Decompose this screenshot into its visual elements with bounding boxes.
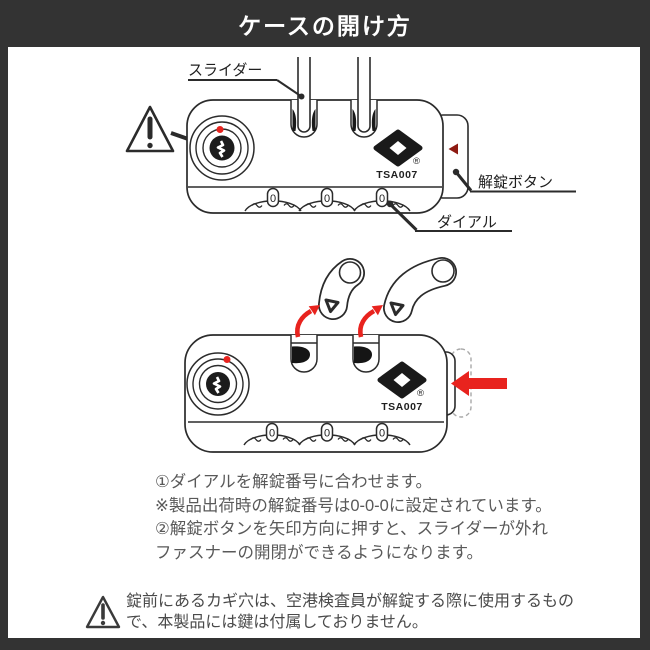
latch-hook: [352, 109, 357, 131]
instruction-line: ファスナーの開閉ができるようになります。: [155, 543, 484, 562]
latch-hook: [292, 109, 297, 131]
diagram-lock-labeled: ® TSA007 0 0 0: [125, 57, 576, 232]
latch-hook: [311, 109, 316, 131]
registered-mark: ®: [417, 388, 424, 399]
warning-triangle-icon: [85, 595, 121, 629]
svg-text:0: 0: [324, 193, 330, 205]
instruction-line: ※製品出荷時の解錠番号は0-0-0に設定されています。: [155, 496, 552, 515]
push-arrow-icon: [451, 371, 507, 396]
slider-callout: スライダー: [188, 62, 305, 100]
unlock-button-label: 解錠ボタン: [478, 174, 553, 191]
dial-window: [375, 187, 389, 208]
instruction-line: ①ダイアルを解錠番号に合わせます。: [155, 473, 432, 491]
dial-wheels: 0 0 0: [244, 187, 411, 212]
zipper-pull: [318, 258, 365, 320]
release-arrow-icon: [358, 305, 383, 338]
unlock-button-callout: 解錠ボタン: [452, 168, 576, 193]
svg-text:0: 0: [270, 193, 276, 205]
instruction-line: ②解錠ボタンを矢印方向に押すと、スライダーが外れ: [155, 520, 548, 538]
dial-window: [375, 422, 389, 442]
slider-strap: [297, 57, 311, 133]
tsa-logo: [373, 129, 423, 167]
title-bar: ケースの開け方: [0, 0, 650, 47]
dial-window: [266, 187, 280, 208]
warning-line: で、本製品には鍵は付属しておりません。: [126, 613, 428, 631]
slider-label: スライダー: [188, 62, 262, 79]
unlock-indicator-triangle: [448, 143, 458, 155]
release-arrow-icon: [295, 305, 320, 338]
red-dot-indicator: [223, 356, 231, 363]
latch-hook: [354, 346, 373, 364]
diagram-lock-opening: ® TSA007 0 0 0: [184, 257, 507, 453]
brand-label: TSA007: [376, 169, 418, 181]
svg-text:0: 0: [324, 428, 330, 440]
svg-text:0: 0: [379, 193, 385, 205]
page-title: ケースの開け方: [238, 12, 412, 39]
tsa-logo: [377, 361, 427, 399]
dial-wheels: 0 0 0: [243, 422, 411, 446]
dial-window: [265, 422, 279, 442]
zipper-pull: [383, 257, 457, 323]
dial-callout: ダイアル: [386, 200, 512, 232]
registered-mark: ®: [413, 156, 420, 167]
latch-hook: [371, 109, 376, 131]
latch-hook: [292, 346, 311, 364]
keyhole-icon: [189, 115, 255, 181]
warning-note: 錠前にあるカギ穴は、空港検査員が解錠する際に使用するもの で、本製品には鍵は付属…: [126, 592, 586, 633]
svg-text:0: 0: [269, 428, 275, 440]
svg-text:0: 0: [379, 428, 385, 440]
brand-label: TSA007: [381, 401, 423, 413]
dial-window: [320, 422, 334, 442]
slider-strap: [357, 57, 371, 133]
dial-label: ダイアル: [437, 214, 497, 231]
keyhole-icon: [186, 352, 250, 416]
caution-triangle-icon: [125, 105, 175, 153]
button-ghost-outline: [450, 348, 472, 418]
warning-line: 錠前にあるカギ穴は、空港検査員が解錠する際に使用するもの: [126, 593, 575, 610]
red-dot-indicator: [216, 126, 224, 133]
dial-window: [320, 187, 334, 208]
instruction-steps: ①ダイアルを解錠番号に合わせます。 ※製品出荷時の解錠番号は0-0-0に設定され…: [155, 471, 575, 565]
